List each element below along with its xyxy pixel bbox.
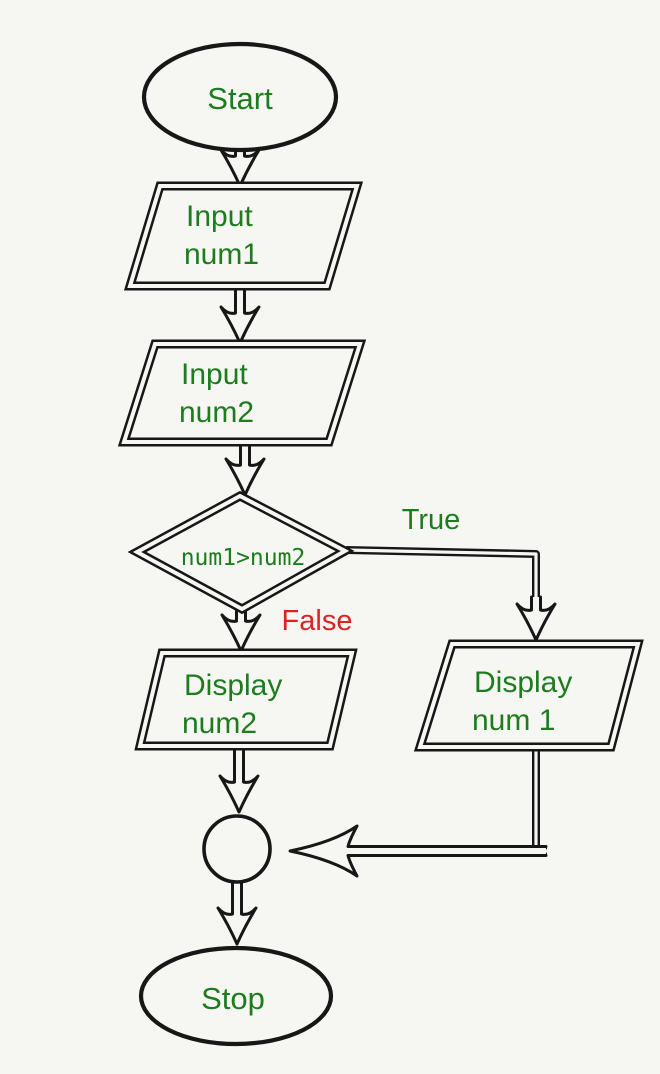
display-num1-line2: num 1: [472, 704, 555, 737]
arrow-fill: [226, 438, 264, 495]
node-connector: [202, 814, 272, 884]
true-branch-line: [345, 546, 540, 600]
arrow-fill: [220, 740, 258, 812]
arrow-fill: [218, 878, 256, 944]
arrow-display2-to-connector: [218, 738, 260, 814]
display-num2-line2: num2: [182, 707, 257, 740]
start-terminator-ellipse: [141, 41, 339, 153]
arrow-return-to-connector: [288, 824, 548, 878]
arrow-outline: [216, 876, 258, 946]
arrow-connector-to-stop: [216, 876, 258, 946]
arrow-true-to-display1: [515, 595, 557, 642]
node-decision: num1>num2: [127, 490, 355, 615]
arrow-fill: [290, 826, 546, 876]
arrow-input2-to-decision: [224, 436, 266, 497]
true-edge-label: True: [402, 504, 461, 536]
node-display-num2: Display num2: [134, 648, 358, 751]
input-num2-line1: Input: [181, 358, 248, 391]
connector-circle: [202, 814, 272, 884]
arrow-fill: [222, 602, 260, 651]
display-num1-parallelogram-inner: [417, 642, 641, 749]
node-display-num1: Display num 1: [413, 639, 644, 752]
arrow-fill: [221, 140, 259, 186]
stop-label: Stop: [201, 981, 265, 1016]
display-num2-parallelogram-inner: [137, 651, 355, 748]
arrow-outline: [288, 824, 548, 878]
input-num1-line1: Input: [186, 200, 253, 233]
edge-true-branch: [345, 546, 540, 600]
true-branch-line-core: [345, 548, 538, 600]
display-num2-line1: Display: [184, 669, 282, 702]
edge-display1-to-connector: [532, 743, 547, 855]
false-edge-label: False: [282, 605, 353, 637]
arrow-fill: [221, 280, 259, 343]
node-input-num1: Input num1: [123, 181, 364, 291]
input-num2-parallelogram-inner: [121, 342, 363, 444]
input-num1-line2: num1: [184, 238, 259, 271]
decision-diamond-inner: [132, 493, 350, 612]
display1-return-line: [532, 743, 547, 855]
node-start: Start: [141, 41, 339, 153]
arrow-outline: [218, 738, 260, 814]
display-num1-line1: Display: [474, 666, 572, 699]
input-num1-parallelogram-inner: [127, 184, 360, 288]
stop-terminator-ellipse: [138, 945, 334, 1047]
input-num2-line2: num2: [179, 396, 254, 429]
start-label: Start: [207, 81, 273, 116]
node-stop: Stop: [138, 945, 334, 1047]
node-input-num2: Input num2: [117, 339, 367, 447]
decision-label: num1>num2: [181, 545, 306, 571]
arrow-fill: [517, 597, 555, 640]
